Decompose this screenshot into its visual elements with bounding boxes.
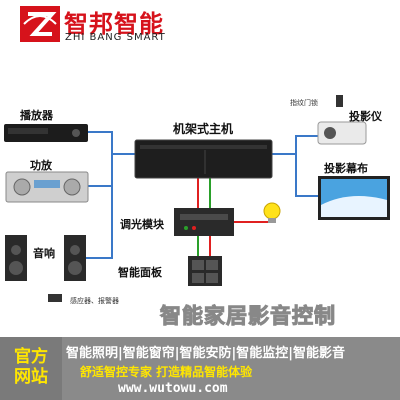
speakers-label: 音响 xyxy=(33,247,55,260)
footer-slogan: 舒适智控专家 打造精品智能体验 xyxy=(80,365,253,379)
sensors-label: 感应器、报警器 xyxy=(70,297,119,305)
rack-host-device xyxy=(134,139,273,179)
amplifier-label: 功放 xyxy=(30,159,52,172)
footer-url-link[interactable]: www.wutowu.com xyxy=(118,381,228,396)
fingerprint-lock-device xyxy=(336,95,343,107)
brand-name-cn: 智邦智能 xyxy=(64,9,164,38)
amplifier-device xyxy=(5,171,89,203)
footer-side-line1: 官方 xyxy=(14,347,48,367)
screen-label: 投影幕布 xyxy=(324,162,368,175)
host-label: 机架式主机 xyxy=(173,122,234,136)
dimmer-label: 调光模块 xyxy=(120,218,164,231)
smart-panel-device xyxy=(188,256,222,286)
light-bulb-icon xyxy=(263,202,281,223)
brand-name-en: ZHI BANG SMART xyxy=(65,32,166,43)
wiring-diagram xyxy=(4,95,390,302)
brand-logo-icon xyxy=(20,6,60,42)
footer-categories: 智能照明|智能窗帘|智能安防|智能监控|智能影音 xyxy=(66,346,345,361)
player-label: 播放器 xyxy=(20,109,53,122)
player-device xyxy=(4,124,88,142)
projector-device xyxy=(317,121,367,145)
panel-label: 智能面板 xyxy=(118,266,162,279)
banner-title: 智能家居影音控制 xyxy=(160,304,336,329)
projector-label: 投影仪 xyxy=(349,110,382,123)
speakers-device xyxy=(5,235,86,281)
dimmer-device xyxy=(174,208,234,236)
projection-screen-device xyxy=(318,176,390,220)
sensor-device xyxy=(48,294,62,302)
fingerprint-lock-label: 指纹门锁 xyxy=(290,99,318,107)
footer: 官方 网站 智能照明|智能窗帘|智能安防|智能监控|智能影音 舒适智控专家 打造… xyxy=(0,337,400,400)
footer-side-line2: 网站 xyxy=(14,367,48,387)
signal-wires xyxy=(70,131,318,259)
footer-official-site[interactable]: 官方 网站 xyxy=(0,337,62,400)
